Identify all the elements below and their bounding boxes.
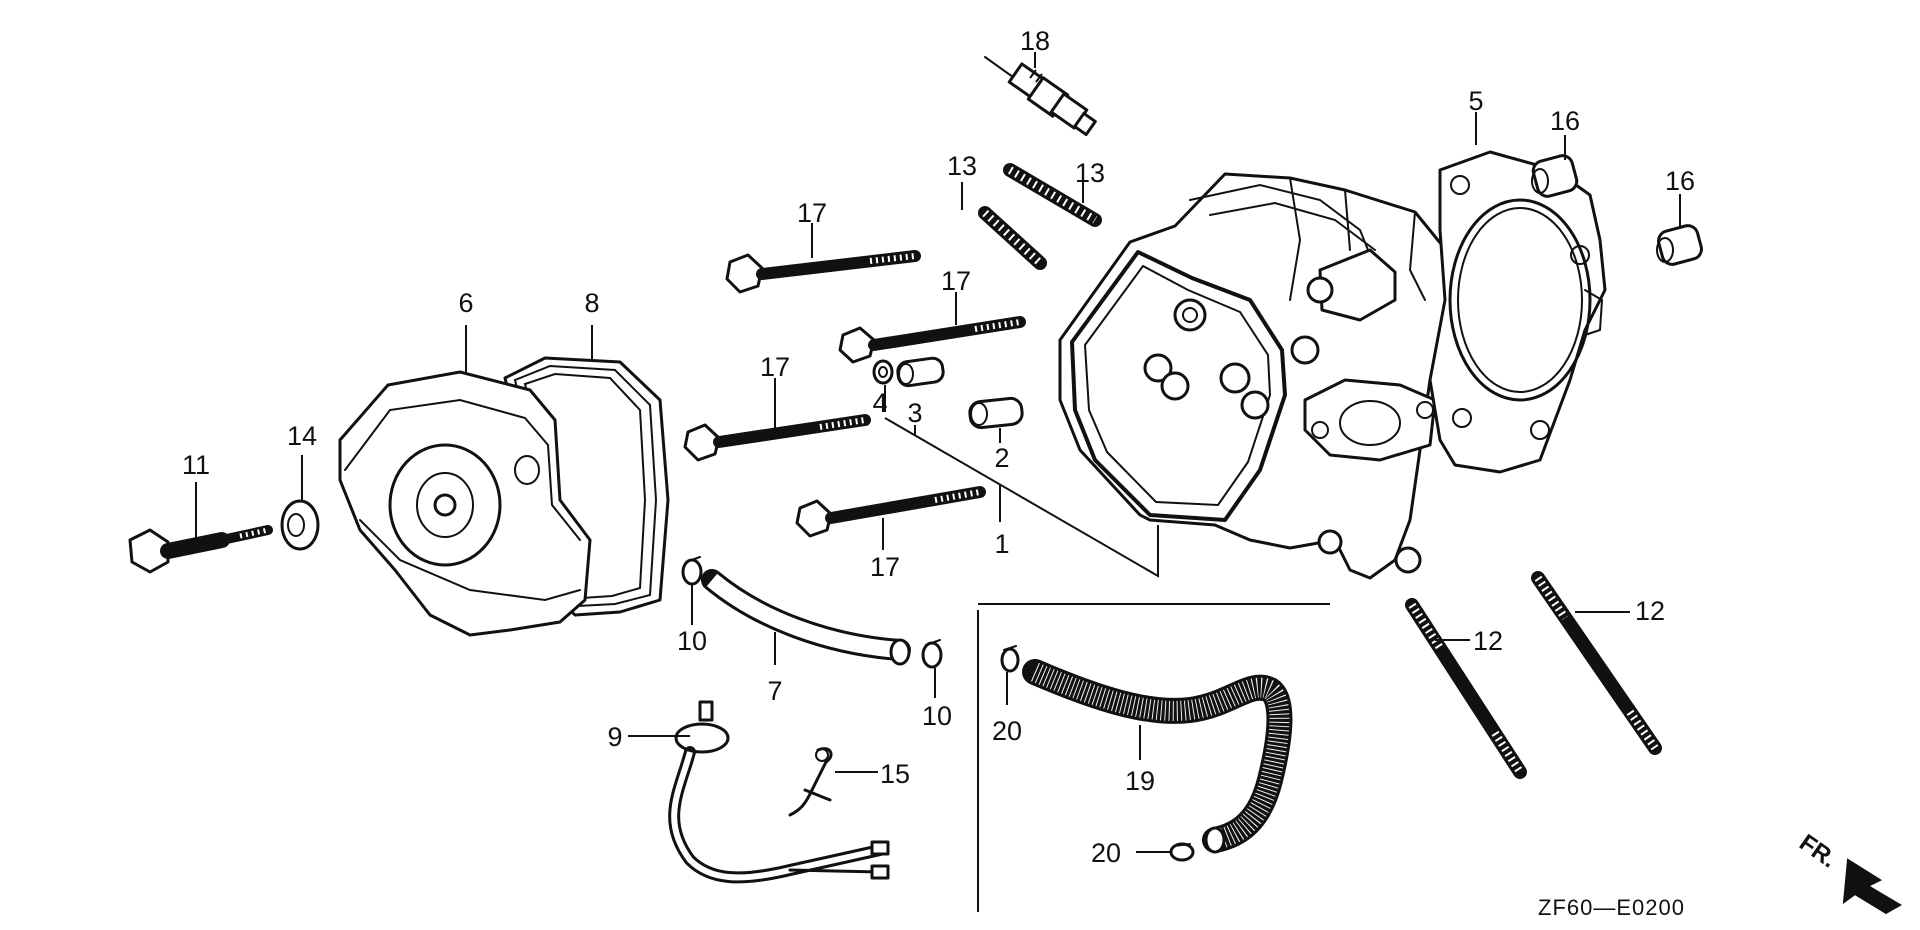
callout-3: 3	[907, 398, 922, 428]
callout-16-right: 16	[1665, 166, 1695, 196]
callout-20-bottom: 20	[1091, 838, 1121, 868]
part-17-bolt-left[interactable]	[683, 414, 871, 462]
part-12-stud-b[interactable]	[1531, 571, 1662, 755]
part-12-stud-a[interactable]	[1405, 598, 1527, 779]
part-2-dowel-pin[interactable]	[968, 396, 1024, 430]
part-18-spark-plug[interactable]	[984, 56, 1097, 137]
part-11-cover-bolt[interactable]	[128, 525, 273, 574]
callout-2: 2	[994, 443, 1009, 473]
part-10-clip-a[interactable]	[681, 556, 703, 586]
part-17-bolt-top[interactable]	[725, 250, 921, 294]
part-13-stud-b[interactable]	[1003, 163, 1102, 227]
drawing-code: ZF60—E0200	[1538, 895, 1685, 920]
callout-15: 15	[880, 759, 910, 789]
part-10-clip-b[interactable]	[921, 639, 943, 669]
part-13-stud-a[interactable]	[978, 206, 1047, 270]
callout-11: 11	[182, 450, 210, 480]
callout-10-left: 10	[677, 626, 707, 656]
part-6-valve-cover[interactable]	[338, 370, 592, 637]
part-14-seal-washer[interactable]	[280, 499, 320, 551]
part-20-clip-b[interactable]	[1169, 842, 1195, 862]
callout-14: 14	[287, 421, 317, 451]
callout-17-left: 17	[760, 352, 790, 382]
front-marker-label: FR.	[1794, 829, 1841, 873]
callout-17-mid: 17	[941, 266, 971, 296]
callout-18: 18	[1020, 26, 1050, 56]
part-3-dowel-pin[interactable]	[896, 356, 945, 388]
part-1-cylinder-head[interactable]	[1058, 172, 1462, 580]
callout-13-left: 13	[947, 151, 977, 181]
callout-13-right: 13	[1075, 158, 1105, 188]
leader-lines	[195, 52, 1681, 853]
callout-labels: 18 5 16 16 13 13 17 17 17 17 4 3 2 1 6 8…	[182, 26, 1841, 920]
part-19-breather-hose[interactable]	[1022, 659, 1293, 854]
front-arrow-icon	[1842, 858, 1902, 915]
part-16-dowel-pin-b[interactable]	[1656, 223, 1703, 266]
callout-10-right: 10	[922, 701, 952, 731]
callout-4: 4	[872, 388, 887, 418]
part-5-head-gasket[interactable]	[1428, 150, 1607, 474]
callout-17-top: 17	[797, 198, 827, 228]
callout-19: 19	[1125, 766, 1155, 796]
part-20-clip-a[interactable]	[1000, 645, 1020, 673]
part-4-washer[interactable]	[872, 359, 894, 385]
callout-12-right: 12	[1635, 596, 1665, 626]
callout-6: 6	[458, 288, 473, 318]
inset-frame	[977, 603, 1330, 912]
callout-12-left: 12	[1473, 626, 1503, 656]
part-7-breather-tube[interactable]	[701, 569, 911, 666]
callout-16-top: 16	[1550, 106, 1580, 136]
callout-5: 5	[1468, 86, 1483, 116]
callout-8: 8	[584, 288, 599, 318]
part-9-oil-level-switch[interactable]	[668, 700, 890, 884]
callout-1: 1	[994, 529, 1009, 559]
callout-9: 9	[607, 722, 622, 752]
part-17-bolt-bottom[interactable]	[795, 486, 986, 538]
callout-7: 7	[767, 676, 782, 706]
callout-17-bottom: 17	[870, 552, 900, 582]
part-15-wire-clip[interactable]	[788, 747, 833, 817]
callout-20-top: 20	[992, 716, 1022, 746]
part-17-bolt-mid[interactable]	[838, 316, 1026, 364]
part-16-dowel-pin-a[interactable]	[1531, 153, 1579, 198]
